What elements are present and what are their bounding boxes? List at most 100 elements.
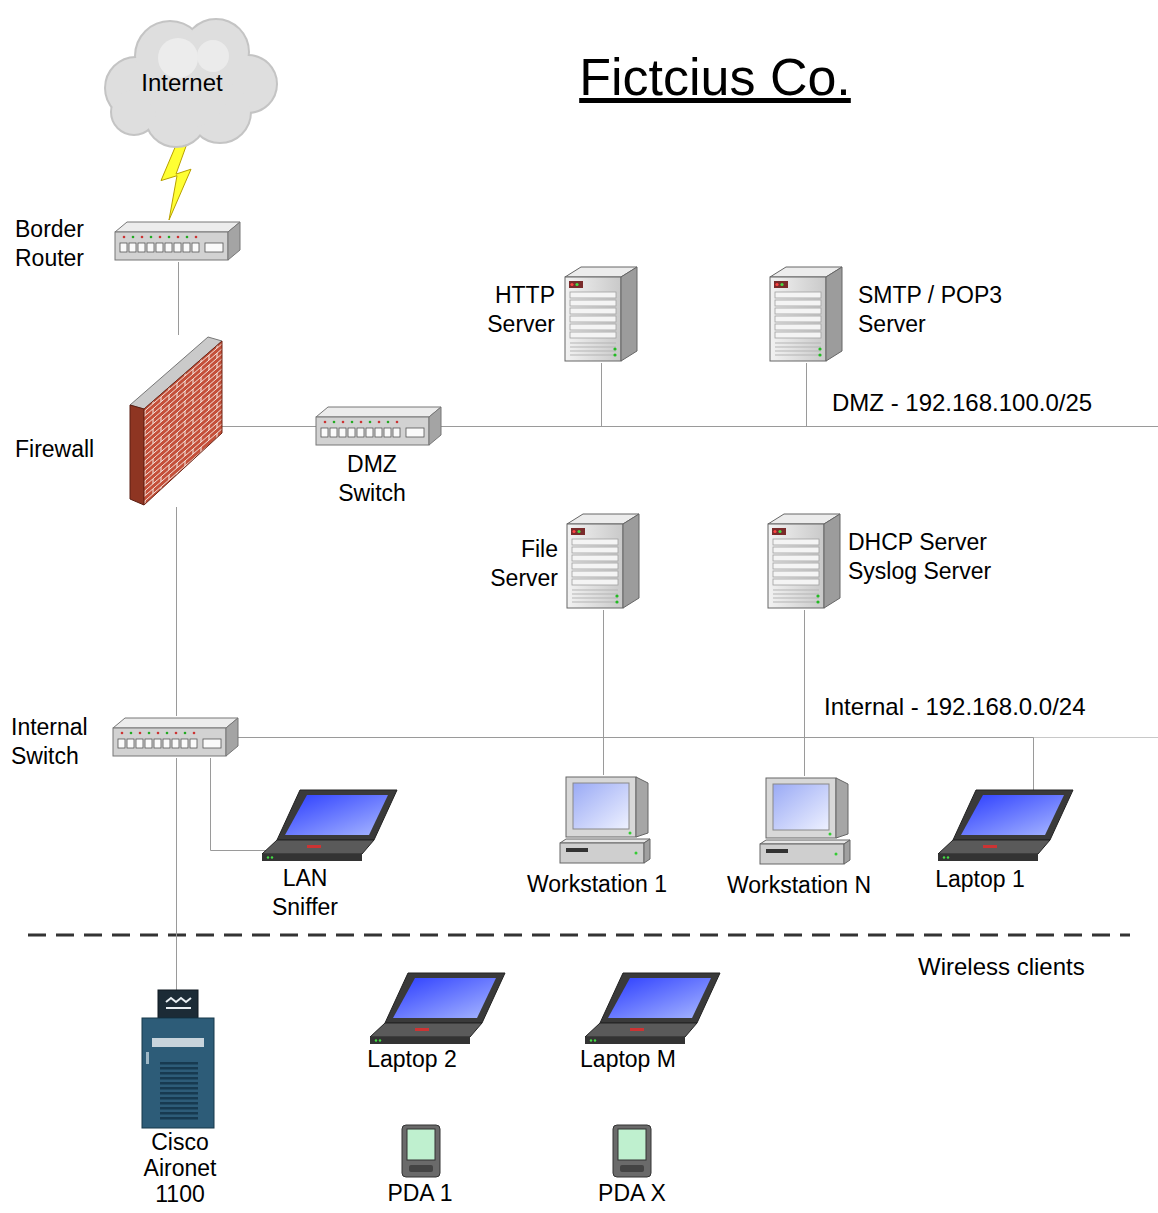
workstation-symbol xyxy=(558,775,650,867)
icon-part xyxy=(775,283,778,286)
icon-part xyxy=(770,277,826,361)
device-label: PDA X xyxy=(582,1180,682,1207)
dmz-bus xyxy=(800,426,1158,427)
server-symbol xyxy=(768,512,840,610)
device-label-box: Firewall xyxy=(15,435,115,464)
icon-part xyxy=(635,852,638,855)
icon-part xyxy=(773,602,819,603)
aironet-icon xyxy=(140,990,216,1128)
icon-part xyxy=(947,856,949,858)
icon-part xyxy=(818,353,821,356)
icon-part xyxy=(342,421,345,424)
device-label: Internal Switch xyxy=(11,713,106,771)
icon-part xyxy=(760,840,850,844)
icon-part xyxy=(147,243,154,252)
icon-part xyxy=(146,1052,149,1064)
icon-part xyxy=(629,832,632,835)
icon-part xyxy=(585,1037,685,1044)
icon-part xyxy=(316,417,429,445)
icon-part xyxy=(570,355,616,356)
icon-part xyxy=(385,973,505,1023)
icon-part xyxy=(193,732,196,735)
icon-part xyxy=(160,1087,198,1090)
icon-part xyxy=(393,978,496,1018)
network-label: Wireless clients xyxy=(918,952,1085,982)
icon-part xyxy=(330,428,337,437)
icon-part xyxy=(160,1077,198,1080)
icon-part xyxy=(184,732,187,735)
network-device: Laptop M xyxy=(568,973,720,1074)
device-label: DMZ Switch xyxy=(324,450,420,508)
icon-part xyxy=(775,351,821,352)
wireless-divider xyxy=(28,934,1130,937)
icon-part xyxy=(570,347,616,348)
icon-part xyxy=(835,853,838,856)
icon-part xyxy=(177,236,180,239)
icon-part xyxy=(778,530,781,533)
icon-part xyxy=(168,236,171,239)
network-device: Border Router xyxy=(15,215,240,273)
network-device: Laptop 1 xyxy=(920,790,1073,894)
icon-part xyxy=(203,739,221,748)
network-device: Internet xyxy=(88,8,278,148)
icon-part xyxy=(156,243,163,252)
network-cable xyxy=(236,610,604,738)
icon-part xyxy=(113,728,226,756)
switch-icon xyxy=(113,716,238,758)
icon-part xyxy=(775,355,821,356)
pda-symbol xyxy=(612,1124,652,1178)
device-label-box: Internet xyxy=(122,68,242,97)
icon-part xyxy=(615,600,618,603)
icon-part xyxy=(192,243,199,252)
icon-part xyxy=(570,308,616,314)
icon-part xyxy=(773,555,819,561)
device-label-box: Laptop M xyxy=(568,1045,688,1074)
icon-part xyxy=(113,718,238,728)
device-label-box: Cisco Aironet 1100 xyxy=(132,1129,228,1207)
icon-part xyxy=(577,530,580,533)
icon-part xyxy=(773,598,819,599)
icon-part xyxy=(163,739,170,748)
laptop-symbol xyxy=(938,790,1073,862)
diagram-title: Fictcius Co. xyxy=(579,46,851,108)
icon-part xyxy=(158,990,198,1018)
icon-part xyxy=(148,732,151,735)
icon-part xyxy=(766,849,788,853)
icon-part xyxy=(572,602,618,603)
switch-symbol xyxy=(115,220,240,262)
icon-part xyxy=(572,598,618,599)
icon-part xyxy=(816,600,819,603)
icon-part xyxy=(130,732,133,735)
icon-part xyxy=(630,1028,644,1031)
network-device: Workstation 1 xyxy=(512,775,682,899)
icon-part xyxy=(572,530,575,533)
network-device: Firewall xyxy=(15,335,224,507)
icon-part xyxy=(127,739,134,748)
icon-part xyxy=(961,795,1064,835)
device-label-box: DMZ Switch xyxy=(324,450,420,508)
icon-part xyxy=(983,845,997,848)
icon-part xyxy=(159,236,162,239)
network-device: PDA X xyxy=(582,1124,682,1207)
icon-part xyxy=(370,1037,470,1044)
icon-part xyxy=(775,308,821,314)
icon-part xyxy=(773,571,819,577)
icon-part xyxy=(780,283,783,286)
icon-part xyxy=(572,563,618,569)
icon-part xyxy=(775,316,821,322)
icon-part xyxy=(572,555,618,561)
device-label: Firewall xyxy=(15,435,115,464)
icon-part xyxy=(766,778,836,838)
device-label: Laptop 1 xyxy=(920,865,1040,894)
icon-part xyxy=(826,267,842,361)
icon-part xyxy=(226,718,238,756)
icon-part xyxy=(570,324,616,330)
device-label: PDA 1 xyxy=(370,1180,470,1207)
network-device: DMZ Switch xyxy=(316,405,441,508)
server-symbol xyxy=(770,265,842,363)
device-label-box: PDA 1 xyxy=(370,1180,470,1207)
network-device: Cisco Aironet 1100 xyxy=(132,990,228,1207)
icon-part xyxy=(160,1067,198,1070)
icon-part xyxy=(773,594,819,595)
